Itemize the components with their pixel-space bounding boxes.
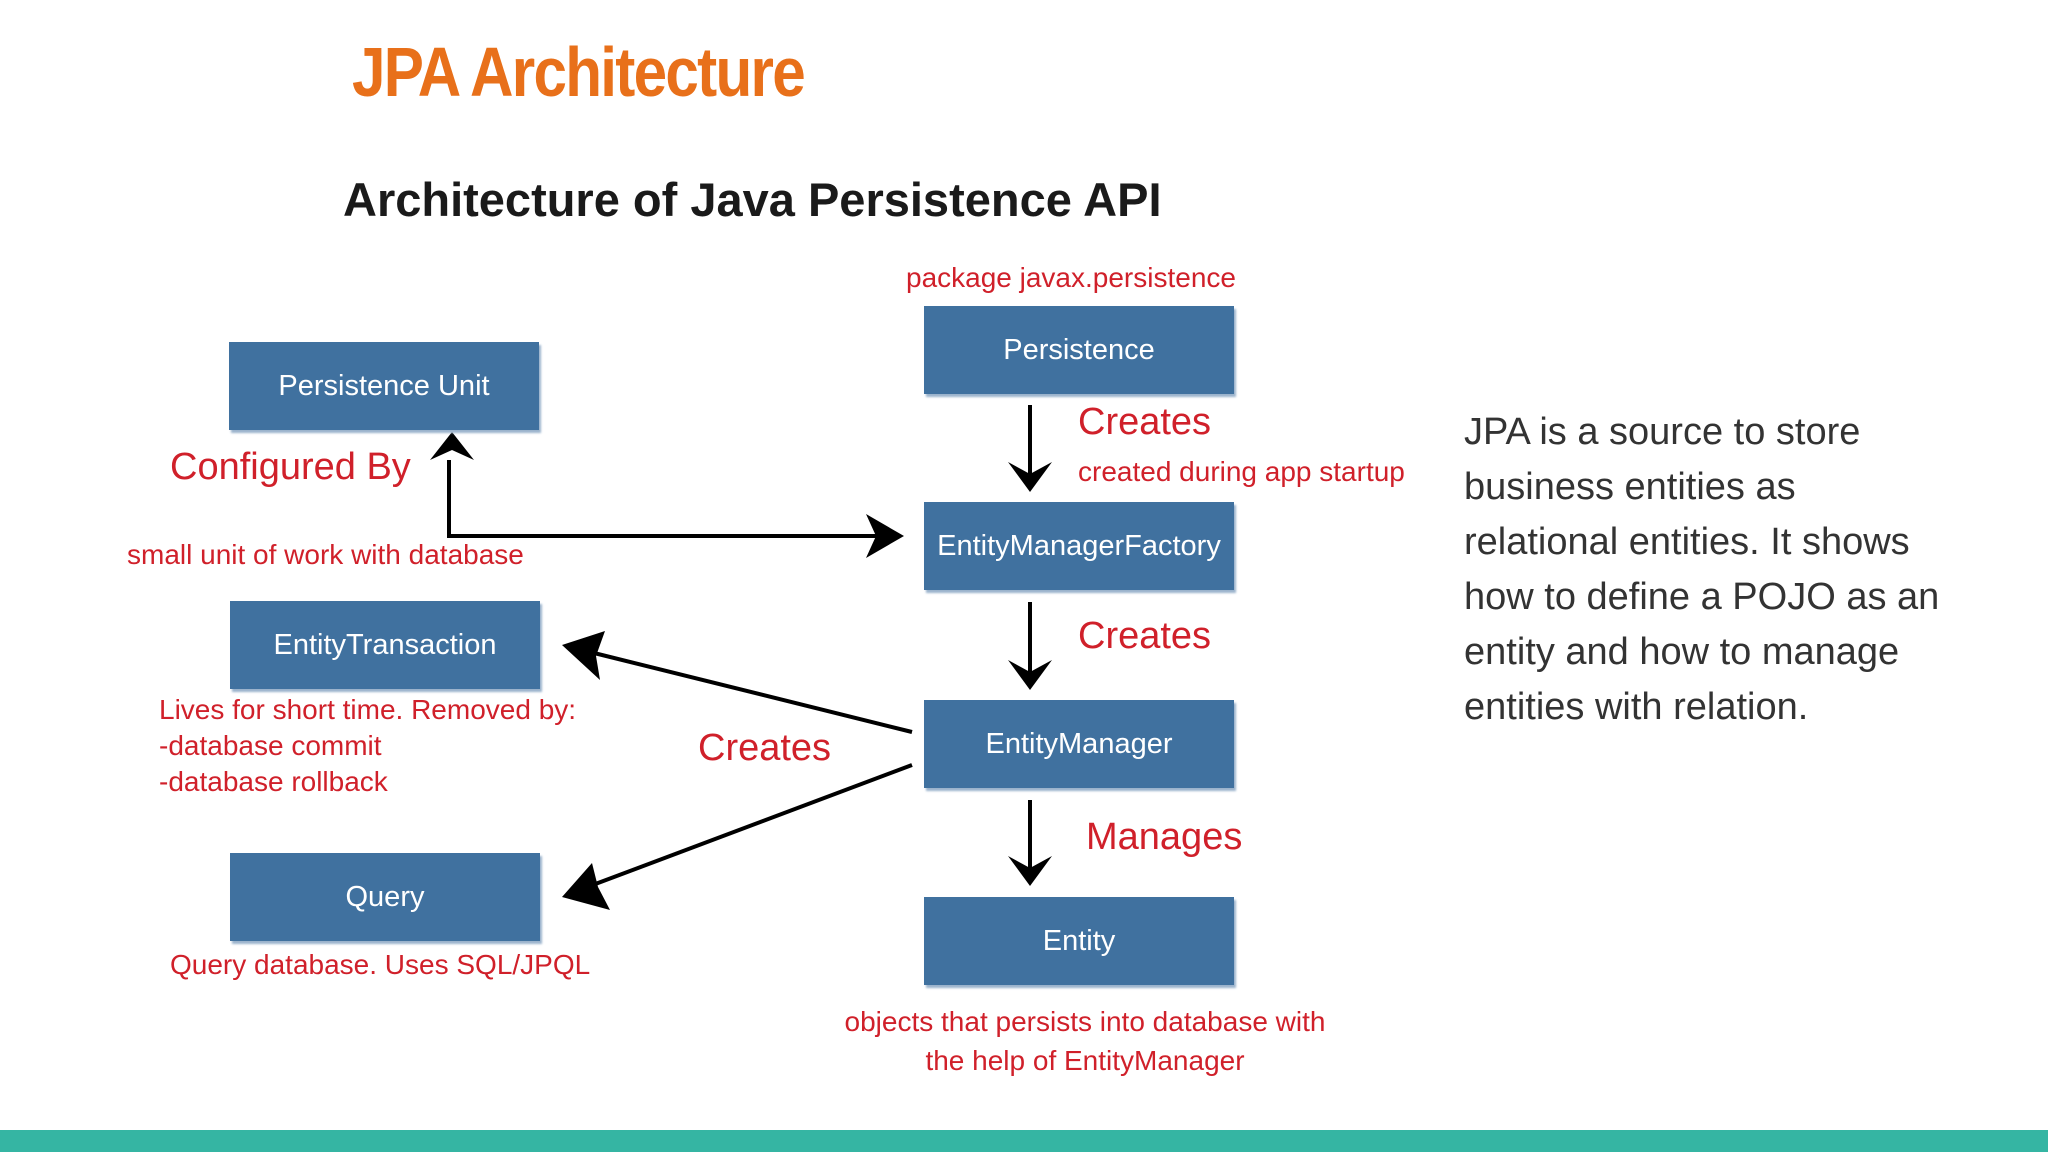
box-persistence-unit: Persistence Unit: [229, 342, 539, 430]
arrowhead-manager: [1008, 660, 1052, 690]
arrow-manager-to-query: [589, 763, 913, 888]
arrow-factory-to-persistence-unit: [447, 460, 880, 538]
arrowhead-transaction: [562, 631, 605, 680]
note-creates-manager: Creates: [1078, 615, 1212, 657]
note-objects-persist: objects that persists into database with…: [844, 1006, 1326, 1076]
note-creates-factory: Creates: [1078, 401, 1212, 443]
arrow-manager-to-transaction: [589, 650, 913, 734]
note-small-unit: small unit of work with database: [127, 539, 524, 570]
note-lives-for-short-time: Lives for short time. Removed by: -datab…: [159, 694, 577, 797]
box-entity-manager-factory: EntityManagerFactory: [924, 502, 1234, 590]
box-entity: Entity: [924, 897, 1234, 985]
footer-bar: [0, 1130, 2048, 1152]
arrowhead-query: [562, 863, 610, 910]
note-query-database: Query database. Uses SQL/JPQL: [170, 949, 591, 980]
diagram-heading: Architecture of Java Persistence API: [343, 173, 1162, 226]
note-manages: Manages: [1086, 816, 1243, 858]
arrowhead-factory: [1008, 462, 1052, 492]
slide-description: JPA is a source to store business entiti…: [1464, 411, 1940, 728]
arrowhead-factory-side: [866, 514, 904, 558]
note-configured-by: Configured By: [170, 446, 411, 488]
arrowhead-persistence-unit: [430, 432, 474, 460]
slide-title: JPA Architecture: [352, 33, 806, 111]
note-created-during-startup: created during app startup: [1078, 456, 1405, 487]
box-entity-manager: EntityManager: [924, 700, 1234, 788]
box-query: Query: [230, 853, 540, 941]
arrowhead-entity: [1008, 856, 1052, 886]
box-persistence: Persistence: [924, 306, 1234, 394]
box-entity-transaction: EntityTransaction: [230, 601, 540, 689]
note-creates-transaction-query: Creates: [698, 727, 832, 769]
note-package: package javax.persistence: [906, 262, 1236, 293]
